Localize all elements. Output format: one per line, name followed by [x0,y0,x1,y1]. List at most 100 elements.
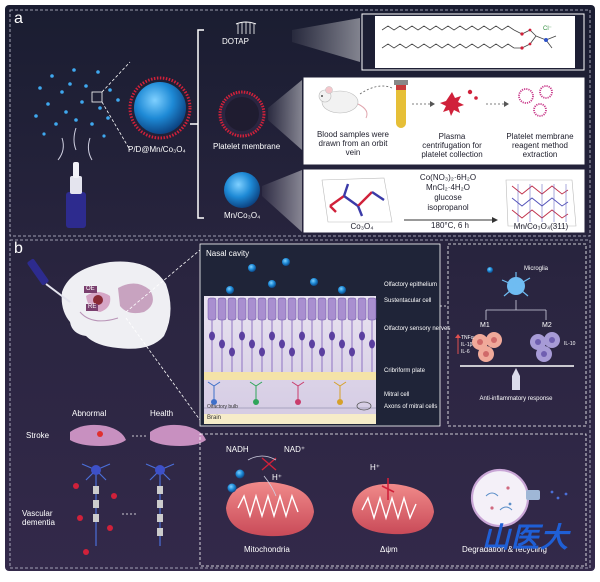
particle-label: P/D@Mn/Co₃O₄ [128,145,186,154]
epithelium-cell [327,297,337,321]
sensory-neuron-body [239,331,245,341]
epithelium-cell [347,297,357,321]
sensory-neuron-body [339,339,345,349]
m1-cells-icon [472,332,502,362]
mouse-icon [318,86,368,119]
crystal-right-label: Mn/Co₃O₄(311) [513,222,569,231]
dotap-box [361,13,585,71]
dotap-icon [235,21,257,34]
mitochondrion-1 [226,481,314,537]
epithelium-cell [227,297,237,321]
nad-label: NAD⁺ [284,445,306,454]
layer-mitral: Mitral cell [384,392,410,398]
zoom-beam-mnco [262,170,302,232]
epithelium-cell [207,297,217,321]
membrane-vesicles-icon [518,85,553,117]
cribriform-plate [204,372,376,380]
step-blood-samples: Blood samples were drawn from an orbit v… [316,130,390,158]
sensory-neuron-body [259,347,265,357]
epithelium-cell [337,297,347,321]
nasal-spray-icon [57,127,93,228]
zoom-beam-dotap [292,18,360,62]
m1-label: M1 [480,322,490,329]
row-label-platelet: Platelet membrane [213,142,281,151]
head-icon [61,261,171,349]
stroke-brain-health [150,424,206,446]
nasal-cavity-title: Nasal cavity [206,249,250,258]
reaction-conditions: 180°C, 6 h [431,221,469,230]
sensory-neuron-body [299,331,305,341]
chloride-label: Cl⁻ [543,26,552,32]
microglia-cell-icon [501,272,531,297]
panel-b-frame [9,239,591,569]
olfactory-bulb-label: Olfactory bulb [207,404,238,410]
layer-cribriform: Cribriform plate [384,368,426,374]
platelet-membrane-vesicle [218,90,266,138]
epithelium-cell [217,297,227,321]
degradation-caption: Degradation & recycling [462,545,547,554]
layer-sensory-nerves: Olfactory sensory nerves [384,326,451,332]
brain-strip [204,414,376,424]
abnormal-header: Abnormal [72,409,107,418]
epithelium-cell [317,297,327,321]
h-plus-label: H⁺ [272,473,282,482]
pd-nanoparticle [128,76,192,140]
sensory-neuron-body [289,347,295,357]
sensory-neuron-body [269,331,275,341]
epithelium-cell [357,297,367,321]
m2-marker-il10: IL-10 [564,341,576,347]
m1-marker-tnf: TNFα [461,335,474,341]
layer-axons: Axons of mitral cells [384,404,438,410]
nadh-cross-icon [261,457,277,471]
re-label: RE [86,304,99,311]
epithelium-cells [207,297,377,321]
health-header: Health [150,409,174,418]
epithelium-cell [367,297,377,321]
stroke-label: Stroke [26,431,50,440]
dropper-icon [27,259,71,303]
mitral-cells [207,381,347,405]
nanoparticles-mito [227,469,245,493]
lysosome-icon [470,468,568,528]
sensory-neuron-body [309,339,315,349]
reagent-isopropanol: isopropanol [427,203,469,212]
epithelium-cell [307,297,317,321]
neuron-abnormal [73,463,117,555]
stroke-brain-abnormal [70,424,126,446]
anti-inflammatory-caption: Anti-inflammatory response [479,396,553,402]
m1-marker-il6: IL-6 [461,349,470,355]
mito-frame [199,433,587,567]
brain-label: Brain [207,415,222,421]
m1-marker-il1b: IL-1β [461,342,473,348]
crystal-left-label: Co₃O₄ [350,222,374,231]
sensory-neuron-body [279,339,285,349]
sensory-neuron-body [219,339,225,349]
co3o4-crystal [321,177,393,223]
step-extraction: Platelet membrane reagent method extract… [506,132,574,160]
reagent-mn: MnCl₂·4H₂O [426,183,470,192]
platelet-box [303,77,585,165]
epithelium-cell [237,297,247,321]
mitochondrion-2 [352,478,434,535]
row-label-dotap: DOTAP [222,37,249,46]
epithelium-cell [287,297,297,321]
platelet-cells-icon [440,89,478,116]
sensory-neuron-body [209,331,215,341]
delta-psi-caption: Δψm [380,545,398,554]
microglia-title: Microglia [524,266,549,272]
epithelium-cell [247,297,257,321]
watermark-logo: 山医大 [482,521,570,554]
layer-sustentacular: Sustentacular cell [384,298,432,304]
dotap-structure-box [375,16,575,68]
epithelium-cell [257,297,267,321]
epithelium-cell [277,297,287,321]
step-plasma: Plasma centrifugation for platelet colle… [421,132,483,160]
sensory-neuron-body [359,331,365,341]
sensory-neuron-body [349,347,355,357]
nanoparticles-nasal [226,258,346,294]
epithelium-cell [267,297,277,321]
nadh-label: NADH [226,445,249,454]
h-plus-label-2: H⁺ [370,463,380,472]
